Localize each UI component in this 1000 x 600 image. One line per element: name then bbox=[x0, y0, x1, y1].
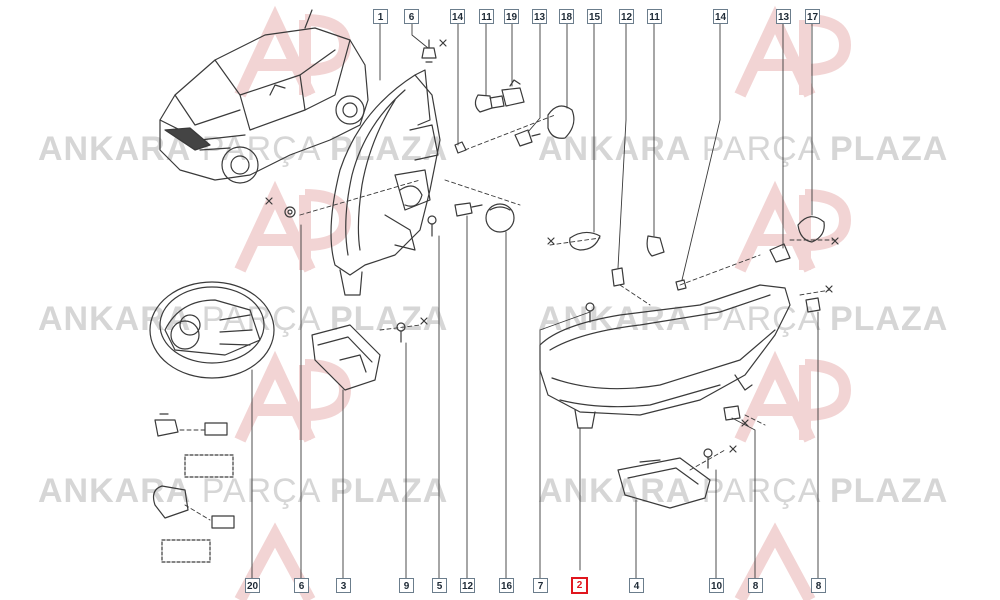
callout-top-9[interactable]: 12 bbox=[619, 9, 634, 24]
right-headlamp bbox=[539, 284, 791, 429]
callout-top-13[interactable]: 17 bbox=[805, 9, 820, 24]
callout-bottom-7[interactable]: 16 bbox=[499, 578, 514, 593]
left-headlamp-housing bbox=[330, 69, 441, 296]
ballast-module bbox=[311, 324, 381, 391]
callout-top-8[interactable]: 15 bbox=[587, 9, 602, 24]
callout-bottom-highlight[interactable]: 2 bbox=[571, 577, 588, 594]
watermark-text: ANKARA PARÇA PLAZA bbox=[38, 300, 449, 338]
callout-bottom-3[interactable]: 3 bbox=[336, 578, 351, 593]
ap-logo-icon bbox=[234, 5, 852, 600]
leader-lines bbox=[179, 114, 836, 521]
bulb-detail-oval bbox=[149, 281, 275, 379]
callout-top-11[interactable]: 14 bbox=[713, 9, 728, 24]
watermark-text: ANKARA PARÇA PLAZA bbox=[538, 130, 949, 168]
watermark-text: ANKARA PARÇA PLAZA bbox=[538, 300, 949, 338]
callout-top-2[interactable]: 6 bbox=[404, 9, 419, 24]
callout-bottom-11[interactable]: 10 bbox=[709, 578, 724, 593]
callout-top-3[interactable]: 14 bbox=[450, 9, 465, 24]
callout-bottom-4[interactable]: 9 bbox=[399, 578, 414, 593]
small-parts bbox=[265, 39, 839, 469]
callout-bottom-6[interactable]: 12 bbox=[460, 578, 475, 593]
callout-bottom-1[interactable]: 20 bbox=[245, 578, 260, 593]
callout-bottom-13[interactable]: 8 bbox=[811, 578, 826, 593]
callout-top-5[interactable]: 19 bbox=[504, 9, 519, 24]
callout-top-1[interactable]: 1 bbox=[373, 9, 388, 24]
daytime-running-lamp bbox=[617, 457, 711, 509]
callout-bottom-8[interactable]: 7 bbox=[533, 578, 548, 593]
callout-top-12[interactable]: 13 bbox=[776, 9, 791, 24]
callout-top-6[interactable]: 13 bbox=[532, 9, 547, 24]
side-bulb-parts bbox=[152, 413, 235, 563]
watermark-text: ANKARA PARÇA PLAZA bbox=[38, 472, 449, 510]
callout-bottom-12[interactable]: 8 bbox=[748, 578, 763, 593]
watermark-text: ANKARA PARÇA PLAZA bbox=[538, 472, 949, 510]
car-illustration bbox=[159, 9, 369, 184]
callout-top-7[interactable]: 18 bbox=[559, 9, 574, 24]
callout-bottom-10[interactable]: 4 bbox=[629, 578, 644, 593]
callout-top-10[interactable]: 11 bbox=[647, 9, 662, 24]
callout-top-4[interactable]: 11 bbox=[479, 9, 494, 24]
callout-leader-lines bbox=[251, 23, 819, 579]
callout-bottom-2[interactable]: 6 bbox=[294, 578, 309, 593]
callout-bottom-5[interactable]: 5 bbox=[432, 578, 447, 593]
